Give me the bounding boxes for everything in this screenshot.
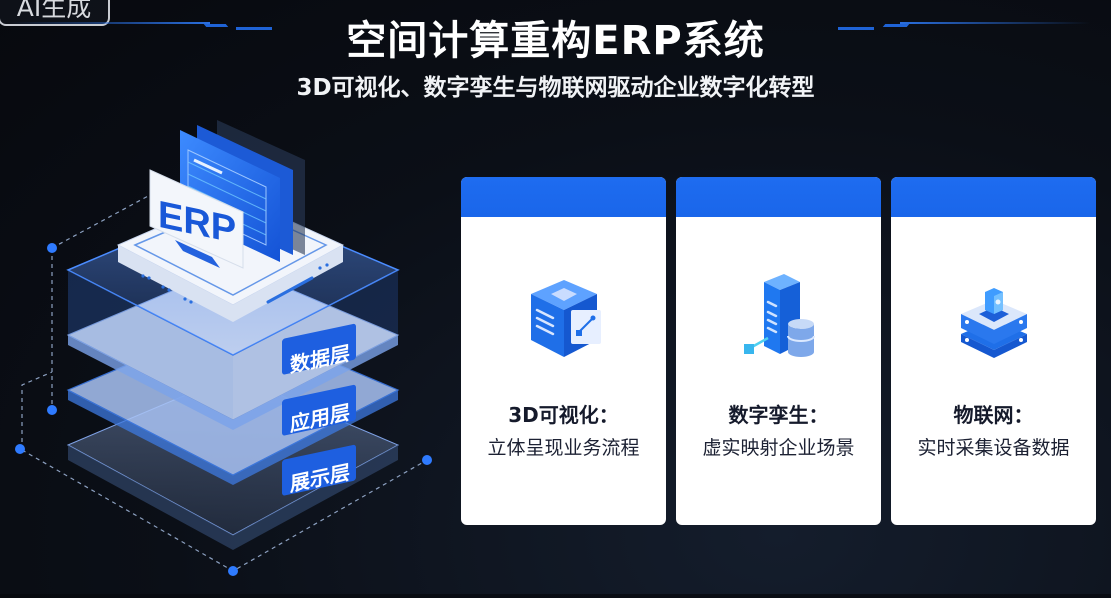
card-description: 立体呈现业务流程 bbox=[487, 437, 640, 459]
title-decoration-right-dash1 bbox=[838, 27, 874, 30]
card-title: 数字孪生： bbox=[728, 403, 829, 427]
title-decoration-right-line bbox=[900, 22, 1090, 24]
card-title: 3D可视化： bbox=[508, 403, 619, 427]
layer-stack-graphic: ERP bbox=[15, 120, 432, 576]
card-header-bar bbox=[891, 177, 1096, 217]
cube-visualization-icon bbox=[519, 272, 609, 362]
card-header-bar bbox=[461, 177, 666, 217]
feature-card-digital-twin: 数字孪生： 虚实映射企业场景 bbox=[676, 177, 881, 525]
iot-device-stack-icon bbox=[949, 272, 1039, 362]
title-decoration-left-dash2 bbox=[236, 27, 272, 30]
page-title: 空间计算重构ERP系统 bbox=[346, 18, 765, 64]
feature-card-iot: 物联网： 实时采集设备数据 bbox=[891, 177, 1096, 525]
page-subtitle: 3D可视化、数字孪生与物联网驱动企业数字化转型 bbox=[296, 75, 815, 101]
ai-generated-badge: AI生成 bbox=[0, 0, 110, 26]
server-database-icon bbox=[734, 272, 824, 362]
card-header-bar bbox=[676, 177, 881, 217]
erp-layer-stack-illustration: ERP 数据层 应用层 展示层 bbox=[0, 110, 450, 594]
card-description: 实时采集设备数据 bbox=[917, 437, 1070, 459]
card-title: 物联网： bbox=[953, 403, 1034, 427]
feature-card-3d-visualization: 3D可视化： 立体呈现业务流程 bbox=[461, 177, 666, 525]
card-description: 虚实映射企业场景 bbox=[702, 437, 855, 459]
title-decoration-left-line bbox=[10, 22, 210, 24]
